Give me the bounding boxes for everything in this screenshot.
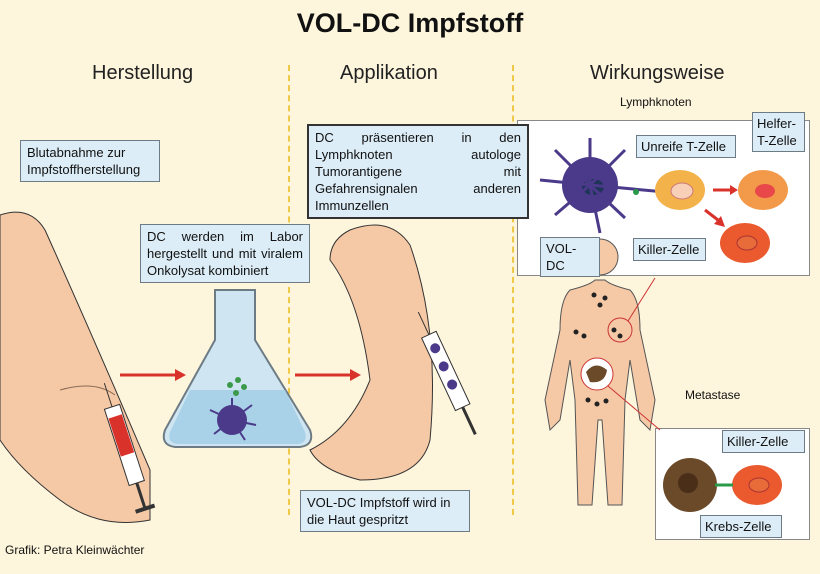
divider — [288, 65, 290, 515]
arm-middle — [309, 224, 433, 481]
syringe-left — [103, 382, 156, 514]
label-krebs-zelle: Krebs-Zelle — [700, 515, 782, 538]
label-praesentieren: DC präsentieren in den Lymphknoten autol… — [307, 124, 529, 219]
label-helfer-t-zelle: Helfer-T-Zelle — [752, 112, 805, 152]
divider — [512, 65, 514, 515]
credit: Grafik: Petra Kleinwächter — [5, 543, 145, 557]
arm-left — [0, 211, 151, 523]
label-labor: DC werden im Labor hergestellt und mit v… — [140, 224, 310, 283]
label-impfstoff: VOL-DC Impfstoff wird in die Haut gespri… — [300, 490, 470, 532]
syringe-middle — [417, 311, 477, 436]
label-lymphknoten: Lymphknoten — [620, 95, 692, 109]
label-vol-dc: VOL-DC — [540, 237, 600, 277]
column-wirkungsweise: Wirkungsweise — [590, 62, 725, 84]
vol-dc-cell-icon — [539, 138, 666, 234]
cancer-cell-icon — [663, 458, 717, 512]
column-applikation: Applikation — [340, 62, 438, 84]
label-killer-zelle-2: Killer-Zelle — [722, 430, 805, 453]
label-unreife-t-zelle: Unreife T-Zelle — [636, 135, 736, 158]
label-metastase: Metastase — [685, 388, 741, 402]
label-killer-zelle: Killer-Zelle — [633, 238, 706, 261]
column-herstellung: Herstellung — [92, 62, 194, 84]
dendritic-cell-icon — [209, 398, 257, 441]
diagram-title: VOL-DC Impfstoff — [296, 8, 524, 38]
label-blutabnahme: Blutabnahme zur Impfstoffherstellung — [20, 140, 160, 182]
